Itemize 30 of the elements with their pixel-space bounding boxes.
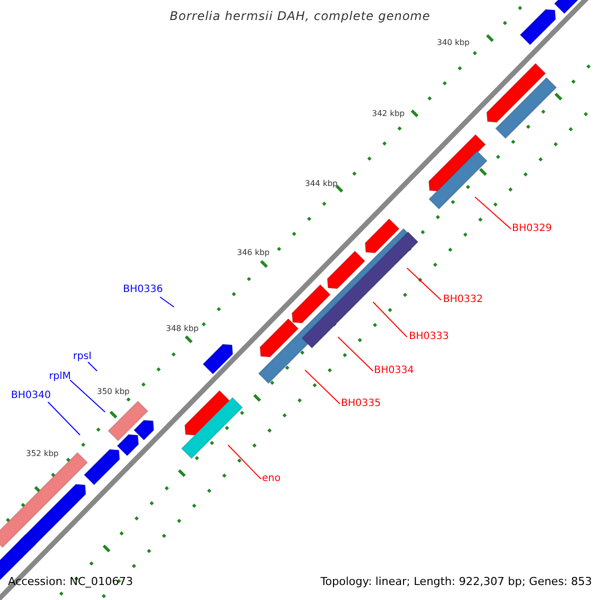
gene-label: BH0329	[512, 224, 552, 234]
leader-line	[160, 296, 174, 308]
leader-line	[338, 336, 374, 372]
scale-label: 342 kbp	[372, 110, 405, 118]
footer-text: Topology: linear; Length: 922,307 bp; Genes: 853	[320, 576, 592, 587]
gene-label: BH0340	[11, 391, 51, 401]
scale-label: 348 kbp	[166, 325, 199, 333]
scale-label: 350 kbp	[97, 388, 130, 396]
gene-label: BH0335	[341, 399, 381, 409]
title: Borrelia hermsii DAH, complete genome	[168, 10, 432, 22]
leader-line	[70, 380, 106, 412]
leader-line	[228, 444, 262, 480]
gene-label: BH0333	[409, 332, 449, 342]
footer-text: Accession: NC_010673	[8, 576, 134, 587]
scale-label: 352 kbp	[26, 450, 59, 458]
gene-label: rpsI	[73, 352, 92, 362]
gene-label: rplM	[49, 372, 71, 382]
scale-label: 346 kbp	[237, 249, 270, 257]
gene-label: BH0336	[123, 285, 163, 295]
leader-line	[48, 402, 80, 436]
scale-label: 344 kbp	[305, 180, 338, 188]
gene-label: BH0334	[374, 366, 414, 376]
leader-line	[304, 370, 340, 404]
scale-label: 340 kbp	[437, 39, 470, 47]
leader-line	[88, 362, 98, 372]
leader-line	[372, 302, 408, 338]
gene-label: eno	[262, 474, 281, 484]
leader-line	[474, 196, 512, 230]
gene-label: BH0332	[443, 295, 483, 305]
leader-line	[406, 268, 442, 300]
